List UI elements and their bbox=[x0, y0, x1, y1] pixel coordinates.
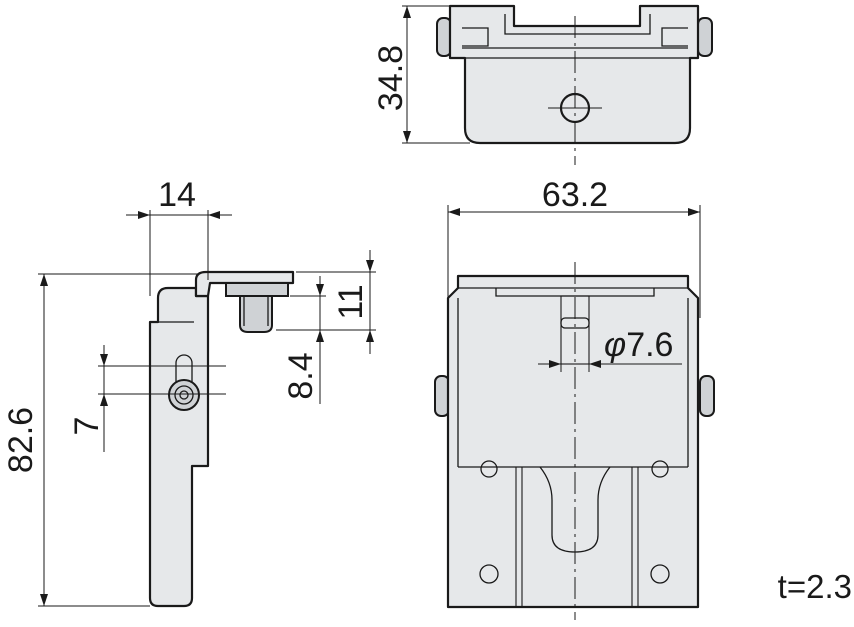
front-view-hole-lower-left bbox=[479, 564, 499, 584]
side-view-plate bbox=[148, 286, 210, 608]
side-view-knob-center bbox=[179, 390, 189, 400]
side-view-knob-outer bbox=[168, 379, 200, 411]
dim-8-4-arrow-bottom bbox=[316, 330, 324, 342]
dim-82-6-arrow-bottom bbox=[40, 594, 48, 606]
dim-34-8-arrow-top bbox=[403, 6, 411, 18]
dim-11-label: 11 bbox=[332, 284, 370, 319]
dim-phi-value: 7.6 bbox=[626, 326, 673, 364]
dim-7-arrow-top bbox=[100, 354, 108, 366]
dim-34-8-arrow-bottom bbox=[403, 131, 411, 143]
front-view: 63.2 φ7.6 bbox=[434, 176, 715, 620]
dim-7-label: 7 bbox=[68, 417, 106, 436]
dim-63-2-arrow-right bbox=[688, 208, 700, 216]
dim-11-arrow-top bbox=[366, 260, 374, 272]
front-view-plate bbox=[446, 274, 700, 609]
top-view-right-tab bbox=[661, 27, 688, 47]
front-view-hole-upper-right bbox=[651, 460, 669, 478]
dim-63-2-arrow-left bbox=[448, 208, 460, 216]
top-view-left-tab bbox=[462, 27, 489, 47]
dim-phi-arrow-right bbox=[589, 360, 601, 368]
side-view-knob-inner bbox=[174, 385, 194, 405]
dim-phi-symbol: φ bbox=[604, 326, 626, 364]
top-view-inner-step bbox=[504, 14, 651, 35]
side-view: 14 82.6 7 11 8.4 bbox=[2, 176, 376, 608]
top-view-right-knob bbox=[697, 17, 713, 57]
front-view-hole-upper-left bbox=[480, 460, 498, 478]
front-view-hole-lower-right bbox=[650, 564, 670, 584]
dim-14-arrow-right bbox=[208, 211, 220, 219]
dim-14-label: 14 bbox=[158, 176, 196, 214]
dim-phi-arrow-left bbox=[549, 360, 561, 368]
dim-82-6-label: 82.6 bbox=[2, 407, 40, 473]
dim-8-4-label: 8.4 bbox=[282, 352, 320, 399]
top-view-body bbox=[448, 4, 700, 145]
dim-14-arrow-left bbox=[138, 211, 150, 219]
dim-82-6-arrow-top bbox=[40, 274, 48, 286]
dim-11-arrow-bottom bbox=[366, 330, 374, 342]
side-view-pin-flange bbox=[225, 282, 289, 297]
dim-8-4-arrow-top bbox=[316, 284, 324, 296]
dim-34-8-label: 34.8 bbox=[372, 45, 410, 111]
top-view: 34.8 bbox=[372, 4, 713, 165]
front-view-right-knob bbox=[699, 375, 715, 417]
thickness-note: t=2.3 bbox=[778, 568, 852, 605]
dim-phi-label: φ7.6 bbox=[604, 326, 673, 364]
dim-7-arrow-bottom bbox=[100, 394, 108, 406]
dim-63-2-label: 63.2 bbox=[542, 176, 608, 214]
side-view-pin-shaft bbox=[239, 295, 273, 333]
